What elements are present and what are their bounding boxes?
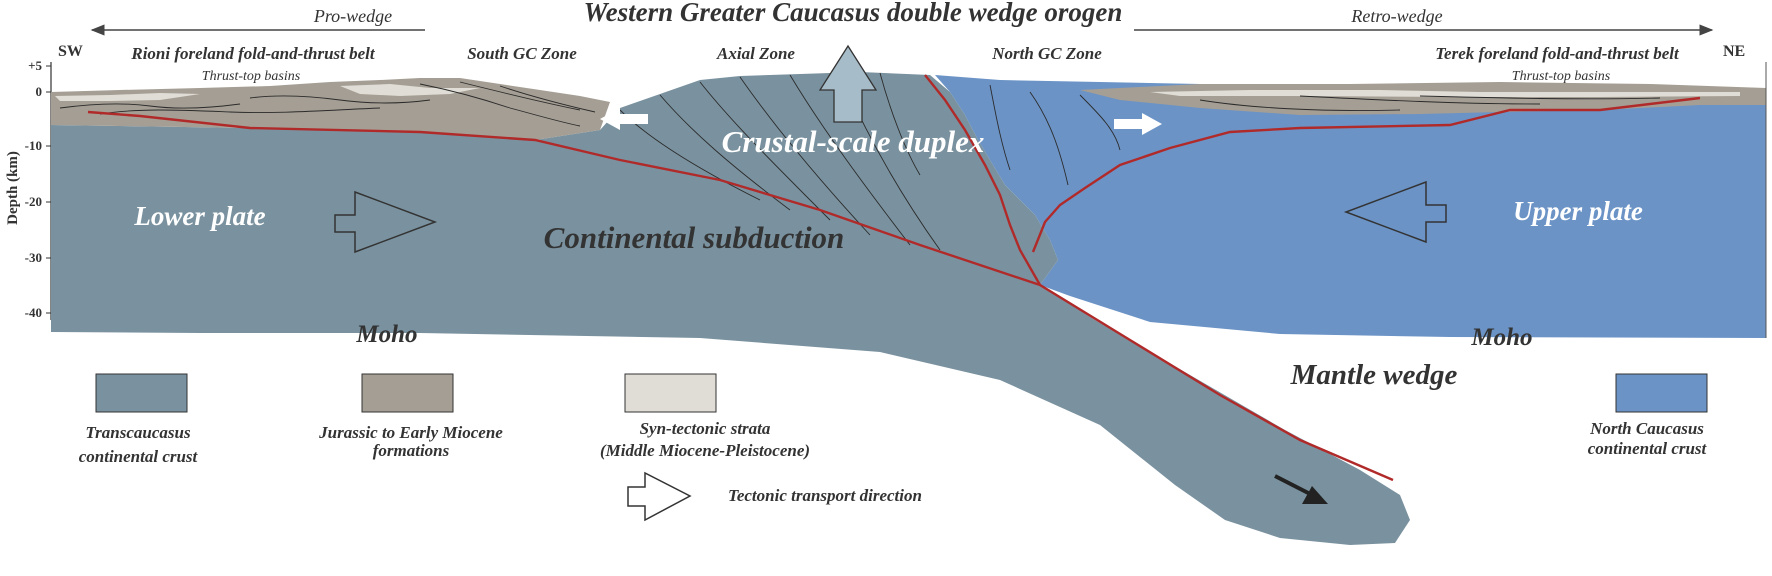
legend-jurassic-line2: formations [373, 441, 450, 460]
transcaucasus-crust [51, 72, 1410, 545]
label-mantle-wedge: Mantle wedge [1290, 359, 1458, 391]
zone-axial: Axial Zone [716, 44, 795, 63]
tick-minus20: -20 [25, 194, 42, 209]
depth-ticks [46, 65, 51, 314]
zone-south-gc: South GC Zone [467, 44, 577, 63]
slab-arrow-head [1302, 486, 1328, 504]
zone-thrust-top-left: Thrust-top basins [202, 69, 301, 84]
diagram-title: Western Greater Caucasus double wedge or… [584, 0, 1123, 27]
label-continental-subduction: Continental subduction [544, 220, 845, 255]
zone-north-gc: North GC Zone [991, 44, 1102, 63]
legend-transport-label: Tectonic transport direction [728, 486, 922, 505]
legend-swatch-syn-tectonic [624, 373, 717, 413]
pro-wedge-label: Pro-wedge [313, 6, 392, 26]
label-upper-plate: Upper plate [1513, 196, 1643, 226]
zone-terek: Terek foreland fold-and-thrust belt [1435, 44, 1680, 63]
label-moho-left: Moho [355, 321, 417, 348]
legend-swatch-transcaucasus [95, 373, 188, 413]
retro-thrust-fault [1031, 96, 1701, 253]
zone-rioni: Rioni foreland fold-and-thrust belt [130, 44, 376, 63]
main-thrust-fault [87, 110, 1394, 482]
legend-transcaucasus-line2: continental crust [79, 447, 199, 466]
legend-swatch-north-caucasus [1615, 373, 1708, 413]
label-lower-plate: Lower plate [133, 201, 265, 231]
label-moho-right: Moho [1470, 324, 1532, 351]
legend-transport-arrow-icon [627, 471, 692, 522]
tick-plus5: +5 [28, 58, 42, 73]
north-caucasus-crust [935, 75, 1766, 338]
thrust-lines [59, 72, 1661, 251]
legend-north-line1: North Caucasus [1589, 419, 1704, 438]
upper-plate-transport-arrow [1343, 180, 1447, 244]
white-arrow-right [1114, 113, 1162, 135]
tick-0: 0 [36, 84, 43, 99]
lower-plate-transport-arrow [334, 190, 438, 254]
white-arrow-left [600, 108, 648, 130]
tick-minus30: -30 [25, 250, 42, 265]
label-crustal-duplex: Crustal-scale duplex [722, 124, 985, 159]
back-thrust-fault [924, 74, 1042, 286]
legend-jurassic-line1: Jurassic to Early Miocene [318, 423, 503, 442]
jurassic-left-belt [51, 78, 610, 140]
legend-transcaucasus-line1: Transcaucasus [85, 423, 191, 442]
syn-tectonic-right [1150, 90, 1740, 97]
tick-minus10: -10 [25, 138, 42, 153]
ne-label: NE [1723, 43, 1745, 60]
uplift-arrow [818, 44, 878, 123]
depth-axis-label: Depth (km) [5, 151, 21, 225]
legend-syn-line1: Syn-tectonic strata [640, 419, 771, 438]
legend-swatch-jurassic [361, 373, 454, 413]
sw-label: SW [58, 43, 83, 60]
legend-north-line2: continental crust [1588, 439, 1708, 458]
zone-thrust-top-right: Thrust-top basins [1512, 69, 1611, 84]
retro-wedge-label: Retro-wedge [1350, 6, 1442, 26]
legend-syn-line2: (Middle Miocene-Pleistocene) [600, 441, 810, 460]
tick-minus40: -40 [25, 305, 42, 320]
syn-tectonic-left-2 [340, 84, 480, 96]
syn-tectonic-left [55, 93, 200, 101]
